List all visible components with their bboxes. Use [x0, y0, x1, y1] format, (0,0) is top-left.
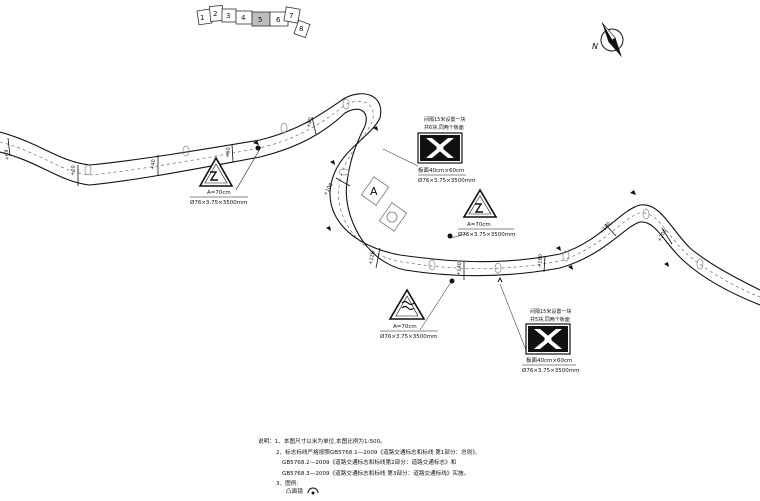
- winding-post: Ø76×3.75×3500mm: [380, 333, 438, 340]
- note-line-4: GB5768.3—2009《道路交通标志和标线 第3部分：道路交通标线》实施。: [282, 470, 470, 477]
- note-line-1: 说明：1、本图尺寸以米为单位,本图比例为1:500。: [258, 439, 386, 445]
- winding-road-sign: A=70cm Ø76×3.75×3500mm: [380, 278, 455, 340]
- curve-right-size: A=70cm: [467, 222, 491, 228]
- station-tick: [604, 223, 617, 237]
- pavement-markings: A: [360, 176, 408, 232]
- key-label-8: 8: [299, 25, 303, 33]
- lane-marking: [182, 145, 190, 157]
- chevron-lower-post: Ø76×3.75×3500mm: [522, 367, 580, 374]
- roadside-symbol: [253, 140, 259, 145]
- chevron-sign-upper: 间隔15米设置一块 共6块,同两个板面 板面40cm×60cm Ø76×3.75…: [382, 116, 476, 184]
- road-outer-edge: [0, 93, 760, 291]
- roadside-symbol: [568, 265, 573, 270]
- curve-right-post: Ø76×3.75×3500mm: [458, 231, 516, 238]
- key-label-1: 1: [200, 14, 204, 22]
- station-tick: [335, 177, 351, 187]
- key-label-5: 5: [258, 16, 262, 24]
- curve-left-symbol: [209, 171, 218, 181]
- station-label: +60: [225, 147, 232, 158]
- station-marks: [7, 116, 673, 280]
- key-sheet-7: [283, 6, 301, 24]
- sheet-key-map: 1 2 3 4 5 6 7 8: [196, 4, 311, 39]
- lane-marking: [338, 168, 350, 176]
- chevron-lower-note-2: 共5块,同两个板面: [530, 316, 570, 323]
- lane-marking: [696, 258, 704, 270]
- curve-left-sign: A=70cm Ø76×3.75×3500mm: [190, 145, 262, 206]
- chevron-left-icon: [436, 138, 454, 158]
- station-label: K0+: [2, 149, 10, 161]
- lane-markings: [84, 98, 704, 274]
- drawing-notes: 说明：1、本图尺寸以米为单位,本图比例为1:500。 2、标志标线严格按照GB5…: [258, 437, 698, 497]
- north-arrow-icon: [600, 22, 624, 58]
- lane-marking: [562, 250, 570, 262]
- note-line-2: 2、标志标线严格按照GB5768.1—2009《道路交通标志和标线 第1部分：总…: [276, 449, 481, 456]
- station-tick: [7, 137, 11, 157]
- station-tick: [311, 116, 317, 135]
- roadside-symbol: [330, 160, 335, 165]
- key-label-7: 7: [289, 12, 293, 20]
- station-label: +140: [456, 262, 463, 276]
- curve-right-symbol: [474, 203, 483, 213]
- road: [0, 93, 760, 306]
- note-line-3: GB5768.2—2009《道路交通标志和标线第2部分：道路交通标志》和: [282, 460, 457, 466]
- curve-left-post: Ø76×3.75×3500mm: [190, 199, 248, 206]
- key-label-3: 3: [226, 12, 230, 20]
- road-inner-edge: [0, 108, 760, 306]
- key-label-4: 4: [241, 14, 246, 22]
- station-tick: [543, 255, 546, 273]
- pavement-marking-b: [378, 202, 408, 232]
- chevron-upper-note-2: 共6块,同两个板面: [424, 124, 464, 131]
- pavement-symbol: [386, 211, 398, 223]
- station-tick: [231, 143, 234, 163]
- lane-marking: [84, 164, 92, 176]
- key-label-6: 6: [276, 16, 281, 24]
- legend-label: 凸面镜: [286, 488, 303, 495]
- lane-marking: [428, 259, 436, 271]
- lane-marking: [342, 98, 350, 110]
- lane-marking: [642, 208, 650, 220]
- station-label: +40: [150, 159, 157, 170]
- key-sheet-8: [293, 19, 311, 39]
- roadside-symbol: [373, 126, 378, 131]
- station-tick: [661, 227, 673, 245]
- key-label-2: 2: [213, 10, 217, 18]
- roadside-symbols: [253, 126, 669, 270]
- station-label: +80: [306, 117, 314, 128]
- convex-mirror-legend-icon: [307, 487, 319, 495]
- roadside-symbol: [630, 190, 636, 195]
- lane-marking: [280, 122, 288, 134]
- station-label: +120: [368, 251, 376, 266]
- roadside-symbol: [556, 246, 561, 251]
- north-label: N: [592, 42, 598, 51]
- pavement-letter: A: [370, 185, 378, 198]
- station-label: +100: [323, 182, 335, 197]
- station-label: +20: [70, 165, 77, 176]
- chevron-lower-note-1: 间隔15米设置一块: [530, 308, 571, 315]
- station-label: +160: [537, 254, 544, 268]
- roadside-symbol: [664, 262, 669, 267]
- chevron-upper-board-size: 板面40cm×60cm: [418, 166, 464, 174]
- note-line-5: 3、图例:: [276, 481, 299, 487]
- chevron-upper-post: Ø76×3.75×3500mm: [418, 177, 476, 184]
- chevron-left-icon: [544, 329, 562, 349]
- winding-road-symbol: [401, 300, 415, 311]
- chevron-upper-note-1: 间隔15米设置一块: [424, 116, 465, 123]
- winding-size: A=70cm: [393, 324, 417, 330]
- curve-right-sign: A=70cm Ø76×3.75×3500mm: [447, 188, 516, 239]
- lane-marking: [494, 262, 502, 274]
- road-center-line: [0, 101, 760, 298]
- chevron-lower-board-size: 板面40cm×60cm: [526, 356, 572, 364]
- pavement-marking-a: [360, 176, 390, 206]
- station-tick: [375, 247, 381, 269]
- roadside-symbol: [326, 226, 331, 231]
- chevron-sign-lower: 间隔15米设置一块 共5块,同两个板面 板面40cm×60cm Ø76×3.75…: [497, 276, 580, 374]
- curve-left-size: A=70cm: [207, 190, 231, 196]
